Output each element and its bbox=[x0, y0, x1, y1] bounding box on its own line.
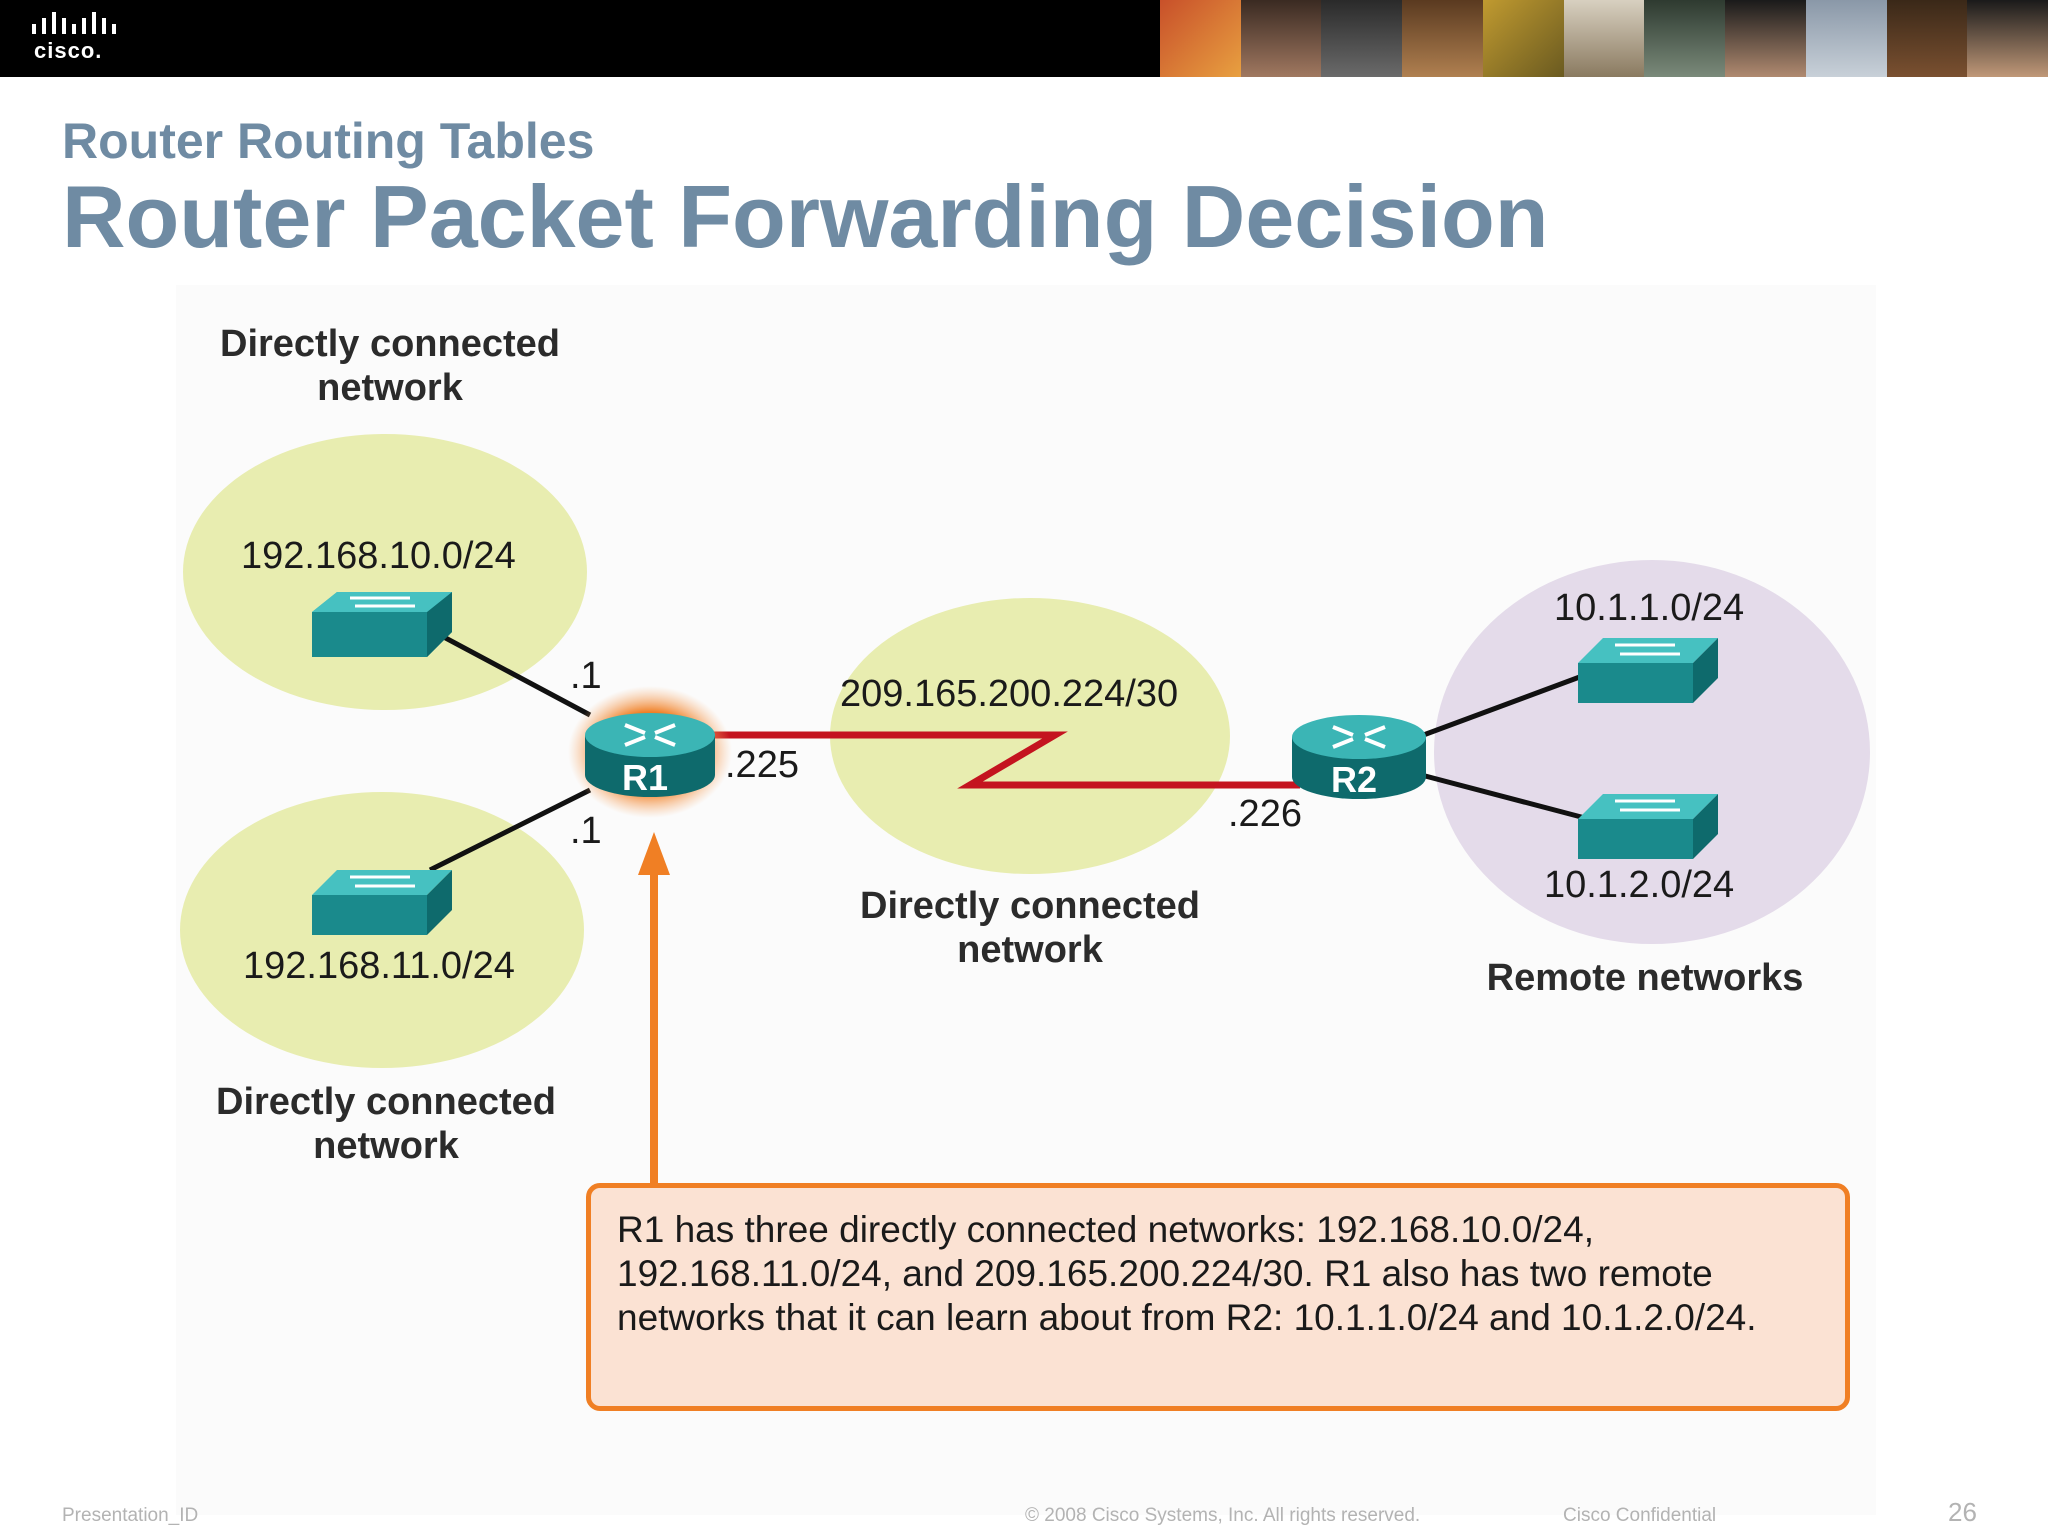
page-number: 26 bbox=[1948, 1497, 1977, 1527]
label-directly-connected-middle: Directly connected network bbox=[860, 885, 1200, 971]
link-r2-switch3 bbox=[1409, 672, 1586, 743]
network-address-10-1-2: 10.1.2.0/24 bbox=[1544, 864, 1735, 906]
switch-icon bbox=[312, 592, 452, 657]
router-r1-icon bbox=[585, 713, 715, 797]
header-photo bbox=[1644, 0, 1726, 77]
cisco-bars-icon bbox=[32, 12, 116, 34]
interface-r2-wan: .226 bbox=[1228, 793, 1302, 835]
header-photo bbox=[1240, 0, 1322, 77]
network-address-wan: 209.165.200.224/30 bbox=[840, 673, 1179, 715]
header-photo-strip bbox=[1160, 0, 2048, 77]
slide-subtitle: Router Routing Tables bbox=[62, 113, 595, 169]
link-r2-switch4 bbox=[1409, 769, 1586, 821]
serial-link-r1-r2 bbox=[710, 731, 1300, 789]
label-directly-connected-bottom: Directly connected network bbox=[216, 1081, 556, 1167]
link-r1-switch1 bbox=[438, 632, 592, 718]
explanation-callout: R1 has three directly connected networks… bbox=[586, 1183, 1850, 1411]
header-photo bbox=[1563, 0, 1645, 77]
slide-title: Router Packet Forwarding Decision bbox=[62, 167, 1549, 266]
cisco-logo: cisco. bbox=[30, 10, 120, 65]
logo-wordmark: cisco. bbox=[34, 38, 103, 63]
header-photo bbox=[1321, 0, 1403, 77]
callout-arrow-head bbox=[638, 832, 670, 875]
top-banner: cisco. bbox=[0, 0, 2048, 77]
header-photo bbox=[1967, 0, 2048, 77]
interface-r1-bottom: .1 bbox=[570, 810, 602, 852]
switch-icon bbox=[1578, 638, 1718, 703]
header-photo bbox=[1160, 0, 1241, 77]
network-cloud-remote bbox=[1434, 560, 1870, 944]
interface-r1-top: .1 bbox=[570, 655, 602, 697]
switch-icon bbox=[1578, 794, 1718, 859]
label-directly-connected-top: Directly connected network bbox=[220, 323, 560, 409]
header-photo bbox=[1402, 0, 1483, 77]
footer-copyright: © 2008 Cisco Systems, Inc. All rights re… bbox=[1025, 1505, 1421, 1526]
header-photo bbox=[1725, 0, 1806, 77]
router-r1-label: R1 bbox=[622, 757, 669, 798]
link-r1-switch2 bbox=[428, 787, 592, 873]
header-photo bbox=[1886, 0, 1968, 77]
switch-icon bbox=[312, 870, 452, 935]
interface-r1-wan: .225 bbox=[725, 744, 799, 786]
label-remote-networks: Remote networks bbox=[1486, 957, 1804, 999]
router-r2-label: R2 bbox=[1331, 759, 1378, 800]
callout-text: R1 has three directly connected networks… bbox=[617, 1209, 1757, 1338]
footer-confidential: Cisco Confidential bbox=[1563, 1505, 1717, 1526]
network-address-192-168-11: 192.168.11.0/24 bbox=[243, 945, 515, 987]
header-photo bbox=[1482, 0, 1564, 77]
router-r2-icon bbox=[1292, 715, 1426, 799]
network-cloud-192-168-10 bbox=[183, 434, 587, 710]
network-address-10-1-1: 10.1.1.0/24 bbox=[1554, 587, 1745, 629]
network-address-192-168-10: 192.168.10.0/24 bbox=[241, 535, 516, 577]
header-photo bbox=[1805, 0, 1887, 77]
footer-presentation-id: Presentation_ID bbox=[62, 1505, 199, 1526]
